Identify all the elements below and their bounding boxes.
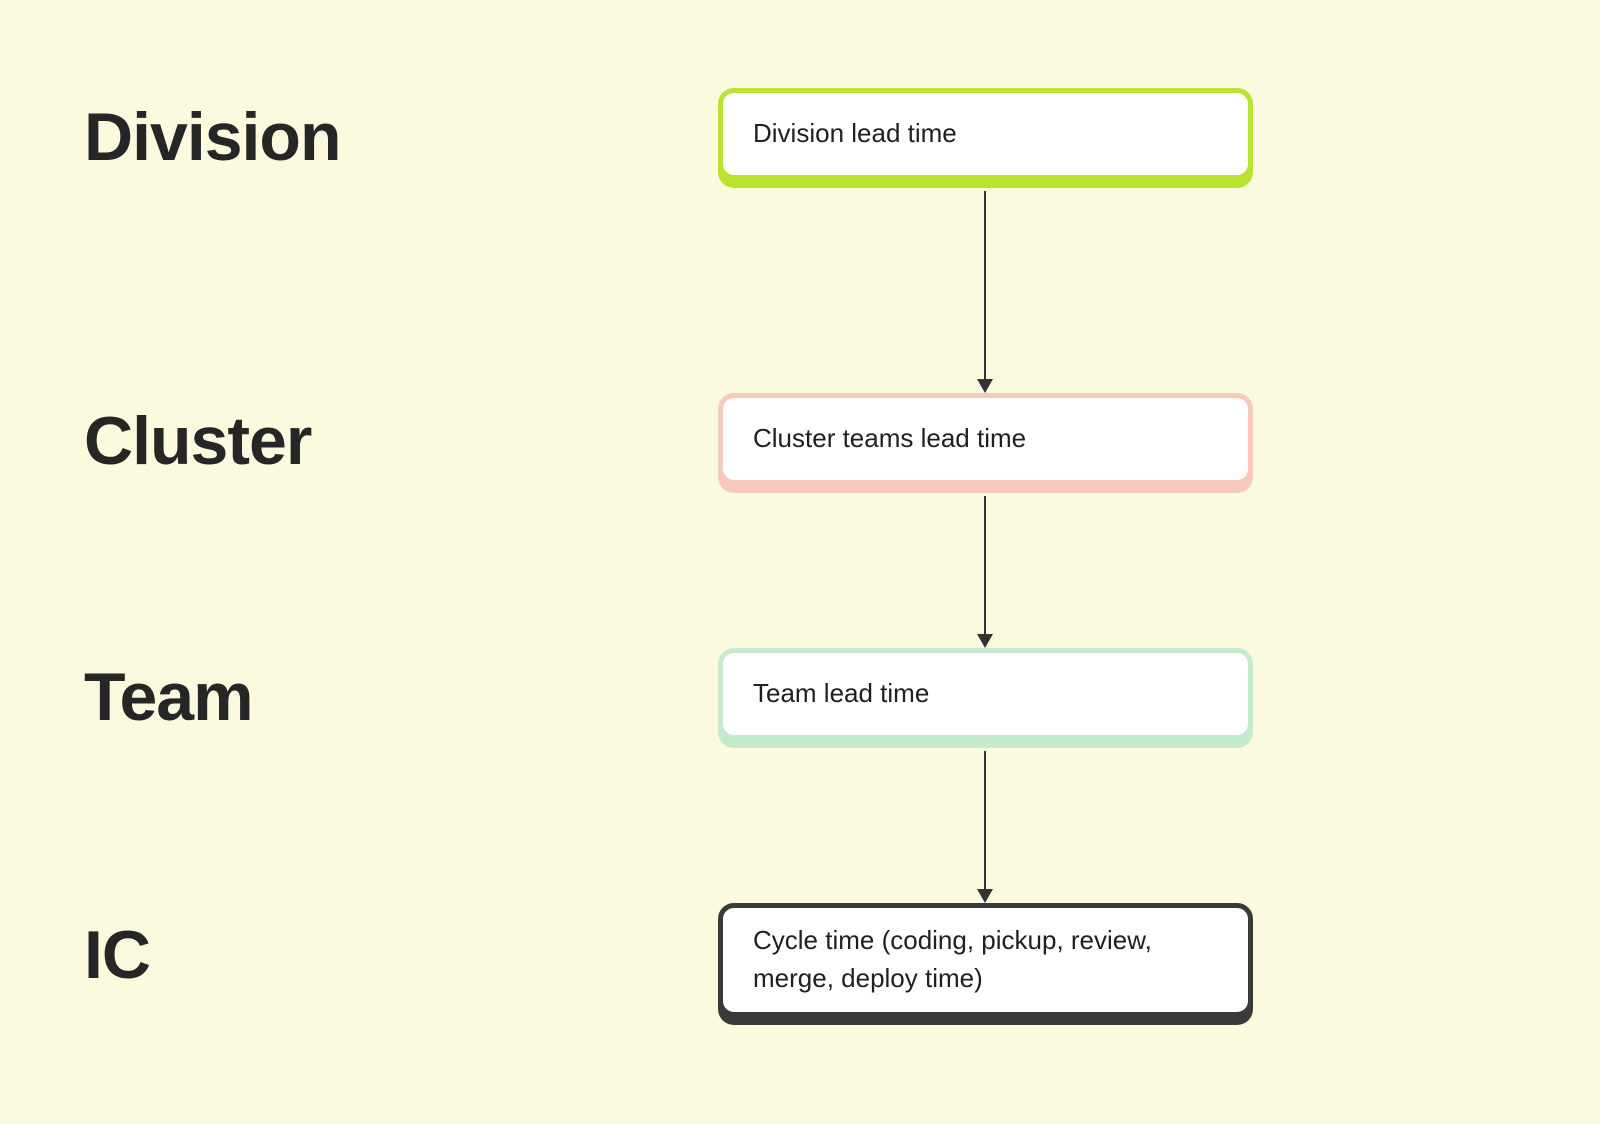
down-arrow-connector — [984, 751, 986, 890]
team-lead-time-box-label: Team lead time — [753, 678, 930, 709]
cluster-teams-lead-time-box: Cluster teams lead time — [718, 393, 1253, 485]
down-arrow-connector — [984, 191, 986, 380]
cycle-time-box-label: Cycle time (coding, pickup, review, merg… — [753, 925, 1152, 993]
team-lead-time-box: Team lead time — [718, 648, 1253, 740]
level-label-team: Team — [84, 659, 254, 735]
cluster-teams-lead-time-box-label: Cluster teams lead time — [753, 423, 1027, 454]
cycle-time-box: Cycle time (coding, pickup, review, merg… — [718, 903, 1253, 1017]
division-lead-time-box: Division lead time — [718, 88, 1253, 180]
level-label-ic: IC — [84, 917, 151, 993]
level-label-division: Division — [84, 99, 341, 175]
division-lead-time-box-label: Division lead time — [753, 118, 957, 149]
level-label-cluster: Cluster — [84, 403, 312, 479]
down-arrow-connector — [984, 496, 986, 635]
